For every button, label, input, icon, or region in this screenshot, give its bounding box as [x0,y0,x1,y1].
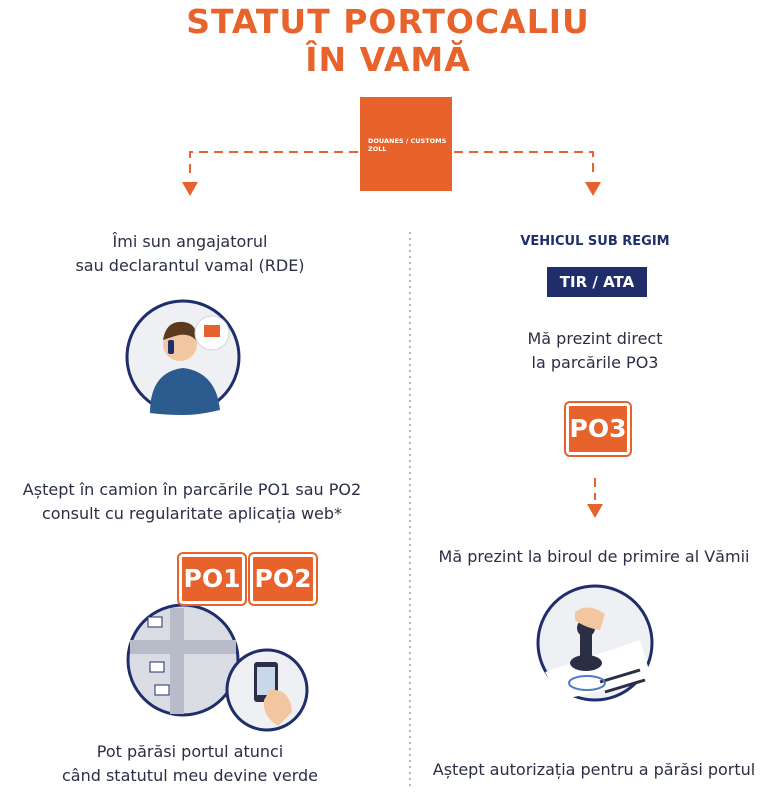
right-arrow-icon [585,182,601,196]
right-step1-text: Mă prezint direct la parcările PO3 [527,329,663,372]
stamp-illustration [536,584,654,702]
tir-ata-badge: TIR / ATA [547,267,647,297]
page-title-line1: STATUT PORTOCALIU [186,2,590,41]
sign-po2: PO2 [248,552,318,606]
left-step3-text: Pot părăsi portul atunci când statutul m… [61,742,318,785]
page-title-line2: ÎN VAMĂ [305,40,471,79]
phone-call-illustration [125,299,241,415]
left-step1-text: Îmi sun angajatorul sau declarantul vama… [75,232,305,275]
left-step2-text: Aștept în camion în parcările PO1 sau PO… [22,480,362,523]
sign-po3: PO3 [564,401,632,457]
branch-connectors [189,151,596,500]
right-step2-text: Mă prezint la biroul de primire al Vămii [438,547,750,566]
customs-label: DOUANES / CUSTOMS ZOLL [368,137,447,153]
branch-arrowheads [182,182,603,518]
right-heading: VEHICUL SUB REGIM [520,234,670,249]
customs-icon: DOUANES / CUSTOMS ZOLL [360,97,452,191]
sign-po1: PO1 [177,552,247,606]
down-arrow-icon [587,504,603,518]
right-step3-text: Aștept autorizația pentru a părăsi portu… [432,760,756,779]
left-arrow-icon [182,182,198,196]
parking-map-illustration [126,603,309,732]
